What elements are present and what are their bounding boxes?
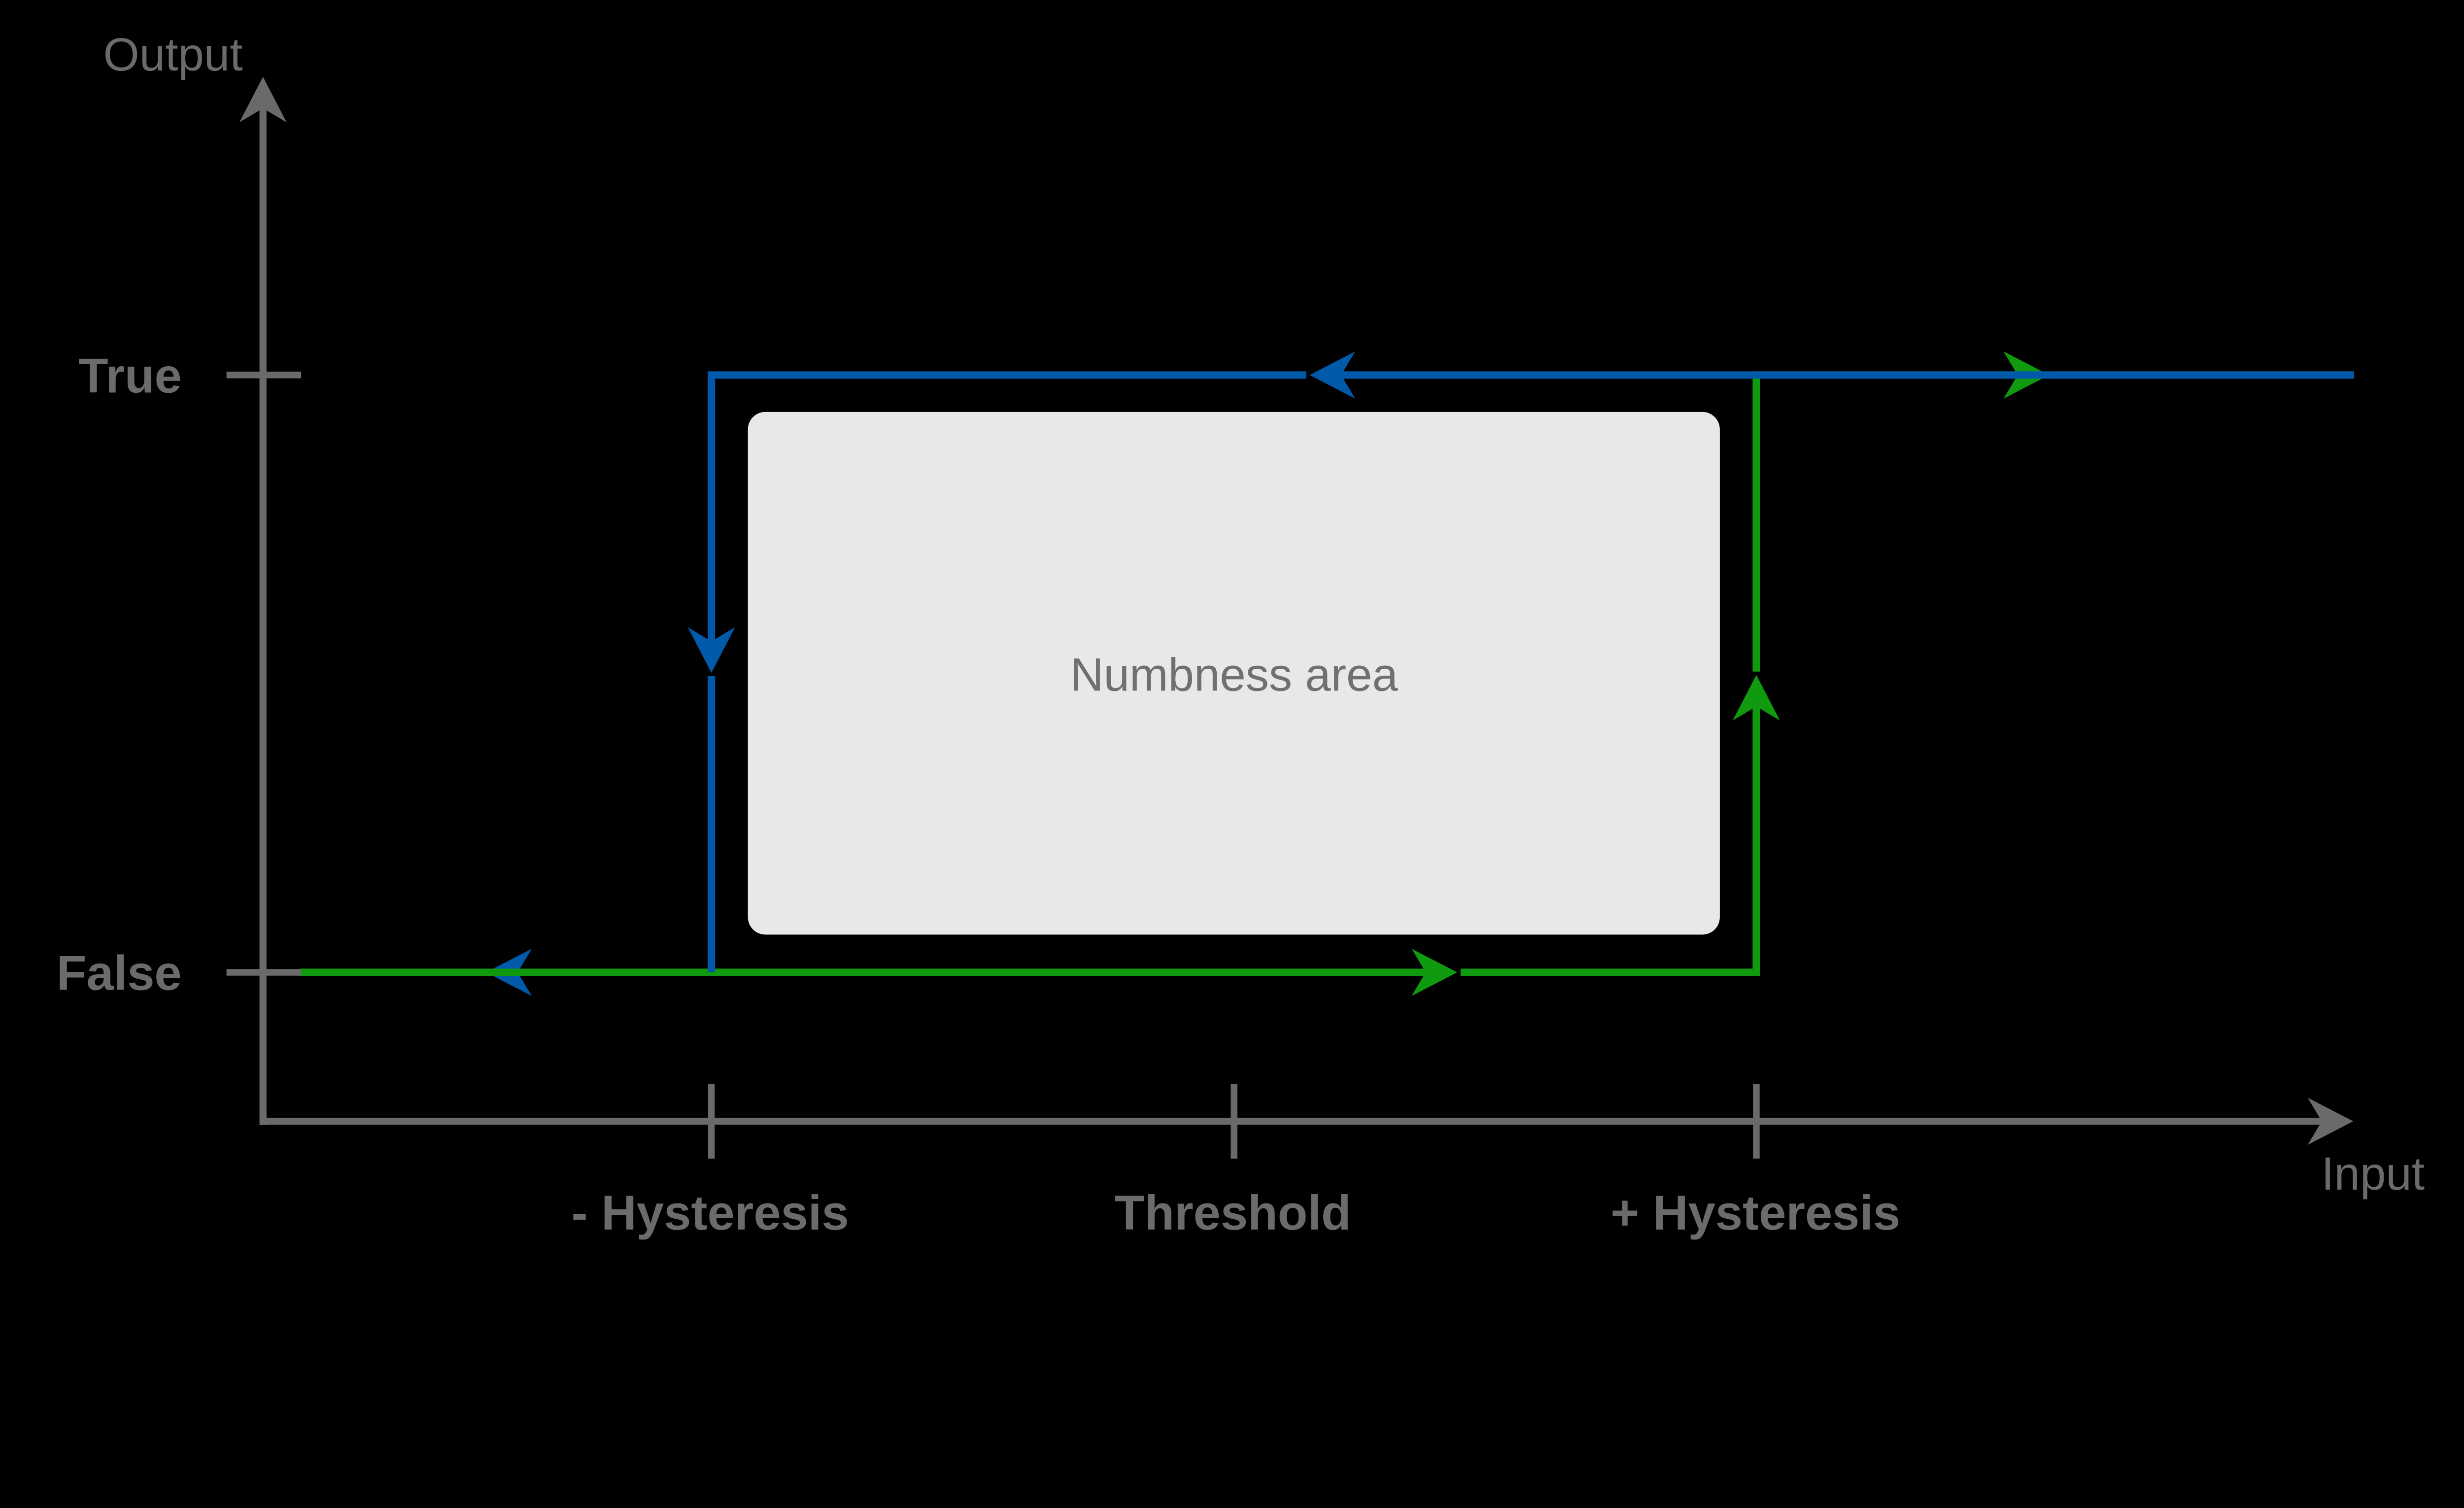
y-axis-title: Output	[103, 29, 242, 80]
falling-path-segment	[708, 371, 1306, 642]
threshold-tick-label: Threshold	[1115, 1186, 1351, 1240]
plus-hysteresis-tick-label: + Hysteresis	[1610, 1186, 1900, 1240]
minus-hysteresis-tick-label: - Hysteresis	[572, 1186, 849, 1240]
true-tick-label: True	[78, 348, 182, 403]
numbness-area-label: Numbness area	[1070, 649, 1398, 701]
false-tick-label: False	[57, 946, 182, 1000]
x-axis-arrowhead	[2307, 1097, 2354, 1145]
axes-layer	[226, 76, 2354, 1159]
diagram-canvas: Output Input True False - Hysteresis Thr…	[57, 29, 2425, 1240]
falling-path-down-arrowhead	[687, 627, 735, 673]
rising-path-segment	[1460, 706, 1760, 976]
rising-path-up-arrowhead	[1732, 675, 1780, 721]
falling-path-layer	[687, 351, 2354, 973]
rising-path-segment	[1752, 371, 2018, 672]
hysteresis-diagram: Output Input True False - Hysteresis Thr…	[56, 29, 2425, 1240]
x-axis-title: Input	[2321, 1148, 2425, 1200]
rising-path-false-arrowhead	[1411, 949, 1458, 996]
falling-path-true-arrowhead	[1309, 351, 1355, 399]
y-axis-arrowhead	[239, 76, 287, 123]
numbness-area-box	[748, 411, 1720, 935]
